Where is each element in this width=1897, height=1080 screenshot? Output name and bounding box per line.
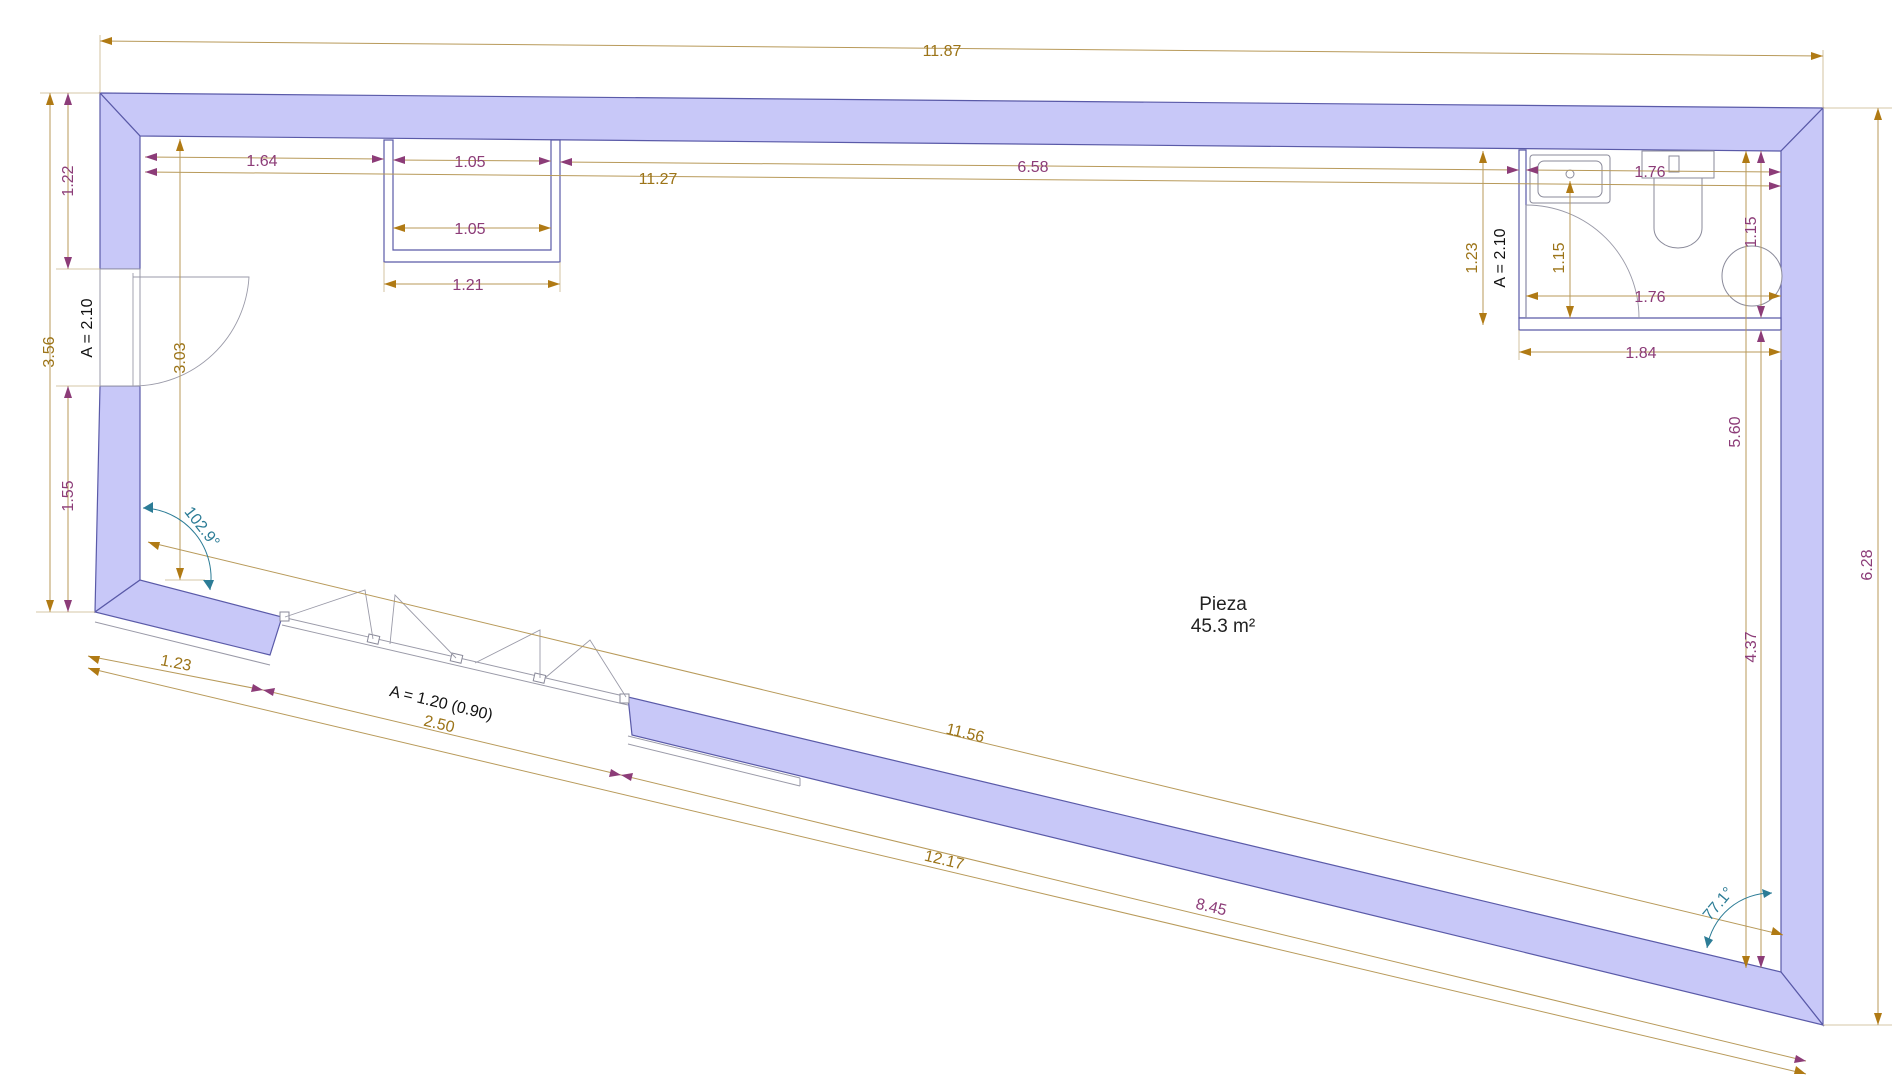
dim-left-lower: 1.55 (60, 480, 77, 511)
dim-left-inner: 3.03 (172, 342, 189, 373)
dim-right-overall: 6.28 (1859, 549, 1876, 580)
bath-door-height: A = 2.10 (1492, 228, 1509, 287)
dim-right-inner-lower: 4.37 (1743, 631, 1760, 662)
room-name: Pieza (1199, 594, 1247, 615)
dim-right-inner-upper: 5.60 (1727, 416, 1744, 447)
dim-bottom-left-segment: 1.23 (159, 652, 193, 675)
walls (93, 91, 1825, 1027)
dim-bath-height-left: 1.23 (1464, 242, 1481, 273)
dim-bottom-opening: 2.50 (422, 713, 456, 737)
angle-bottom-right: 77.1° (1700, 884, 1737, 924)
doors-fixtures (99, 150, 1783, 706)
dim-bottom-overall: 12.17 (923, 848, 966, 874)
left-door-height: A = 2.10 (79, 298, 96, 357)
window-niche (383, 139, 561, 263)
dim-bath-outer: 1.84 (1625, 345, 1656, 362)
left-door-swing (132, 276, 250, 387)
toilet (1641, 150, 1715, 249)
shower (1721, 245, 1783, 307)
dim-left-overall: 3.56 (41, 336, 58, 367)
dim-bath-top: 1.76 (1634, 164, 1665, 181)
wall-top (98, 92, 1825, 152)
dim-bath-height-inner: 1.15 (1551, 242, 1568, 273)
dim-top-overall: 11.87 (923, 43, 962, 60)
room-label: Pieza 45.3 m² (1191, 594, 1255, 637)
dim-bath-height-right: 1.15 (1743, 216, 1760, 247)
wall-left-lower (94, 385, 141, 614)
dim-bottom-right-segment: 8.45 (1194, 896, 1228, 920)
bathroom-partition-left (1518, 149, 1527, 319)
dim-left-upper: 1.22 (60, 165, 77, 196)
bath-door-swing (1525, 204, 1640, 319)
dim-top-inner: 11.27 (639, 171, 678, 188)
dim-window-lower: 1.05 (454, 221, 485, 238)
wall-bottom-right (627, 696, 1825, 1026)
dim-window-upper: 1.05 (454, 154, 485, 171)
dim-bath-bottom: 1.76 (1634, 289, 1665, 306)
patio-door (279, 589, 630, 706)
dim-bottom-diag-inner: 11.56 (944, 721, 986, 747)
dim-window-outer: 1.21 (452, 277, 483, 294)
dim-top-left-segment: 1.64 (246, 153, 277, 170)
room-area: 45.3 m² (1191, 616, 1255, 637)
dimension-lines (36, 35, 1892, 1075)
wall-right (1780, 106, 1824, 1027)
dim-top-right-segment: 6.58 (1017, 159, 1048, 176)
bathroom-partition-bottom (1518, 317, 1782, 331)
left-door-frame (99, 268, 141, 387)
